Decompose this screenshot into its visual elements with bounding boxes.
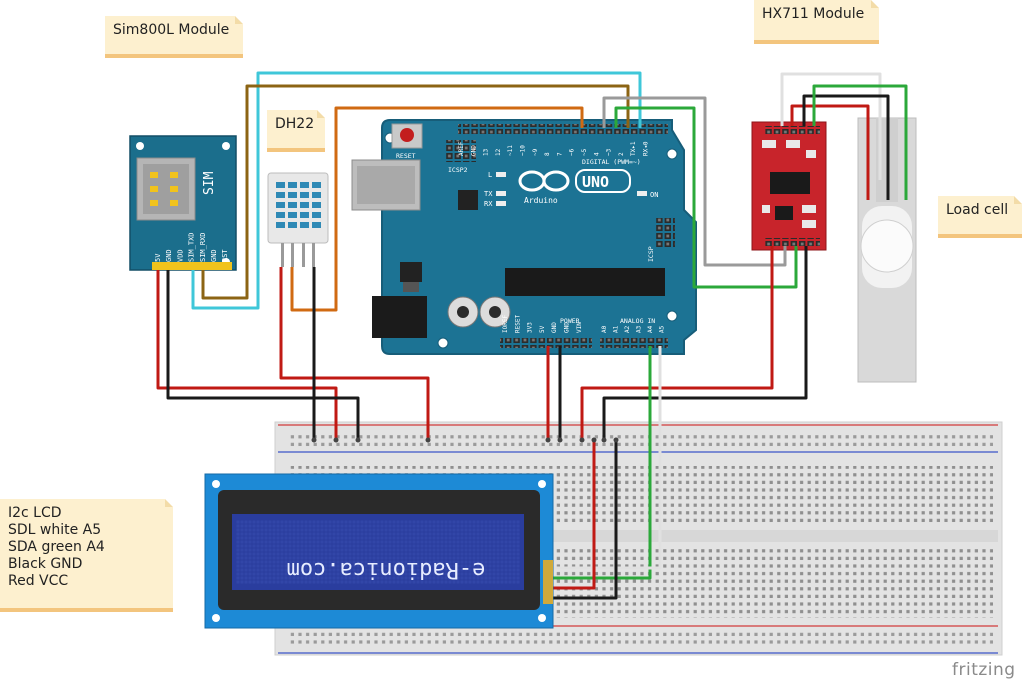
arduino-led-l: L bbox=[488, 171, 492, 179]
wire-sim-txd bbox=[201, 84, 630, 300]
digital-pin-label-7: 8 bbox=[544, 152, 551, 156]
note-lcd-line-4: Black GND bbox=[8, 556, 83, 572]
arduino-on-label: ON bbox=[650, 191, 658, 199]
sim-pin-label-1: GND bbox=[165, 249, 173, 262]
note-lcd-line-2: SDL white A5 bbox=[8, 522, 102, 538]
digital-pin-label-9: ~6 bbox=[569, 148, 576, 156]
note-lcd-line-3: SDA green A4 bbox=[8, 539, 105, 555]
analog-pin-label-3: A3 bbox=[636, 325, 643, 333]
analog-pin-label-1: A1 bbox=[613, 325, 620, 333]
arduino-analog-label: ANALOG IN bbox=[620, 317, 655, 325]
arduino-reset-label: RESET bbox=[396, 152, 416, 160]
note-lcd-line-1: I2c LCD bbox=[8, 505, 62, 521]
arduino-digital-label: DIGITAL (PWM=~) bbox=[582, 158, 641, 166]
wire-lcd-gnd bbox=[548, 438, 618, 600]
arduino-power-label: POWER bbox=[560, 317, 580, 325]
digital-pin-label-10: ~5 bbox=[581, 148, 588, 156]
wire-dht-data bbox=[290, 106, 584, 312]
note-lcd: I2c LCD SDL white A5 SDA green A4 Black … bbox=[0, 499, 173, 612]
arduino-led-rx: RX bbox=[484, 200, 493, 208]
analog-pin-labels: A0 A1 A2 A3 A4 A5 bbox=[601, 325, 666, 333]
digital-pin-label-1: GND bbox=[470, 145, 477, 156]
wire-sim-vcc bbox=[156, 270, 338, 438]
note-dht22-text: DH22 bbox=[275, 116, 315, 132]
digital-pin-labels: AREF GND 13 12 ~11 ~10 ~9 8 7 ~6 ~5 4 ~3 2 TX▸1 RX◂0 bbox=[458, 141, 650, 156]
note-load-cell-text: Load cell bbox=[946, 202, 1009, 218]
arduino-uno bbox=[351, 119, 697, 355]
digital-pin-label-5: ~10 bbox=[520, 145, 527, 156]
wire-hx711-gnd bbox=[602, 246, 808, 438]
sim-pin-label-5: GND bbox=[210, 249, 218, 262]
note-sim800l-text: Sim800L Module bbox=[113, 22, 230, 38]
power-pin-label-0: IOREF bbox=[502, 315, 509, 333]
note-dht22: DH22 bbox=[267, 110, 325, 152]
wire-hx711-sck bbox=[602, 96, 787, 267]
wire-lcd-sda bbox=[548, 346, 652, 580]
power-pin-labels: IOREF RESET 3V3 5V GND GND VIN bbox=[502, 315, 583, 333]
digital-pin-label-12: ~3 bbox=[606, 148, 613, 156]
lcd-text: e-Radionica.com bbox=[287, 557, 486, 582]
analog-pin-label-0: A0 bbox=[601, 325, 608, 333]
wire-lc-green bbox=[812, 84, 908, 200]
sim-pin-label-4: SIM_RXD bbox=[199, 232, 207, 262]
analog-pin-label-2: A2 bbox=[624, 325, 631, 333]
power-pin-label-4: GND bbox=[551, 322, 558, 333]
digital-pin-label-0: AREF bbox=[458, 141, 465, 156]
digital-pin-label-6: ~9 bbox=[532, 148, 539, 156]
wire-hx711-dt bbox=[614, 106, 798, 289]
digital-pin-label-15: RX◂0 bbox=[643, 141, 650, 156]
sim-pin-label-0: 5V bbox=[154, 253, 162, 262]
hx711-module bbox=[751, 121, 827, 251]
note-sim800l: Sim800L Module bbox=[105, 16, 243, 58]
digital-pin-label-13: 2 bbox=[618, 152, 625, 156]
digital-pin-label-2: 13 bbox=[483, 148, 490, 156]
power-pin-label-1: RESET bbox=[514, 315, 521, 333]
power-pin-label-2: 3V3 bbox=[527, 322, 534, 333]
sim-pin-label-2: VDD bbox=[176, 249, 184, 262]
power-pin-label-5: GND bbox=[564, 322, 571, 333]
digital-pin-label-8: 7 bbox=[556, 152, 563, 156]
arduino-model: UNO bbox=[582, 173, 609, 191]
arduino-icsp2-label: ICSP2 bbox=[448, 166, 468, 174]
note-load-cell: Load cell bbox=[938, 196, 1022, 238]
note-hx711-text: HX711 Module bbox=[762, 6, 865, 22]
wire-sim-rxd bbox=[191, 71, 642, 310]
arduino-led-tx: TX bbox=[484, 190, 493, 198]
digital-pin-label-4: ~11 bbox=[507, 145, 514, 156]
sim-pin-label-3: SIM_TXD bbox=[188, 232, 196, 262]
analog-pin-label-4: A4 bbox=[647, 325, 654, 333]
sim800l-module bbox=[129, 135, 237, 271]
arduino-icsp-label: ICSP bbox=[647, 246, 655, 262]
sim-pin-label-6: RST bbox=[221, 249, 229, 262]
power-pin-label-6: VIN bbox=[576, 322, 583, 333]
arduino-brand: Arduino bbox=[524, 196, 558, 205]
sim-module-label: SIM bbox=[202, 171, 217, 195]
wire-lc-red bbox=[790, 104, 870, 200]
wires bbox=[156, 71, 908, 600]
wire-hx711-vcc bbox=[580, 246, 774, 438]
lcd-display bbox=[204, 473, 554, 629]
wire-dht-vcc bbox=[279, 267, 430, 438]
note-lcd-line-5: Red VCC bbox=[8, 573, 69, 589]
note-hx711: HX711 Module bbox=[754, 0, 879, 44]
wire-lc-white bbox=[780, 72, 882, 180]
wire-sim-gnd bbox=[166, 270, 360, 438]
digital-pin-label-3: 12 bbox=[495, 148, 502, 156]
wire-lc-black bbox=[802, 94, 890, 200]
power-pin-label-3: 5V bbox=[539, 325, 546, 333]
wire-lcd-scl bbox=[548, 346, 662, 570]
digital-pin-label-14: TX▸1 bbox=[630, 141, 637, 156]
dht22-sensor bbox=[267, 172, 329, 267]
digital-pin-label-11: 4 bbox=[593, 152, 600, 156]
analog-pin-label-5: A5 bbox=[659, 325, 666, 333]
wire-lcd-vcc bbox=[548, 438, 596, 590]
fritzing-logo: fritzing bbox=[952, 660, 1016, 680]
